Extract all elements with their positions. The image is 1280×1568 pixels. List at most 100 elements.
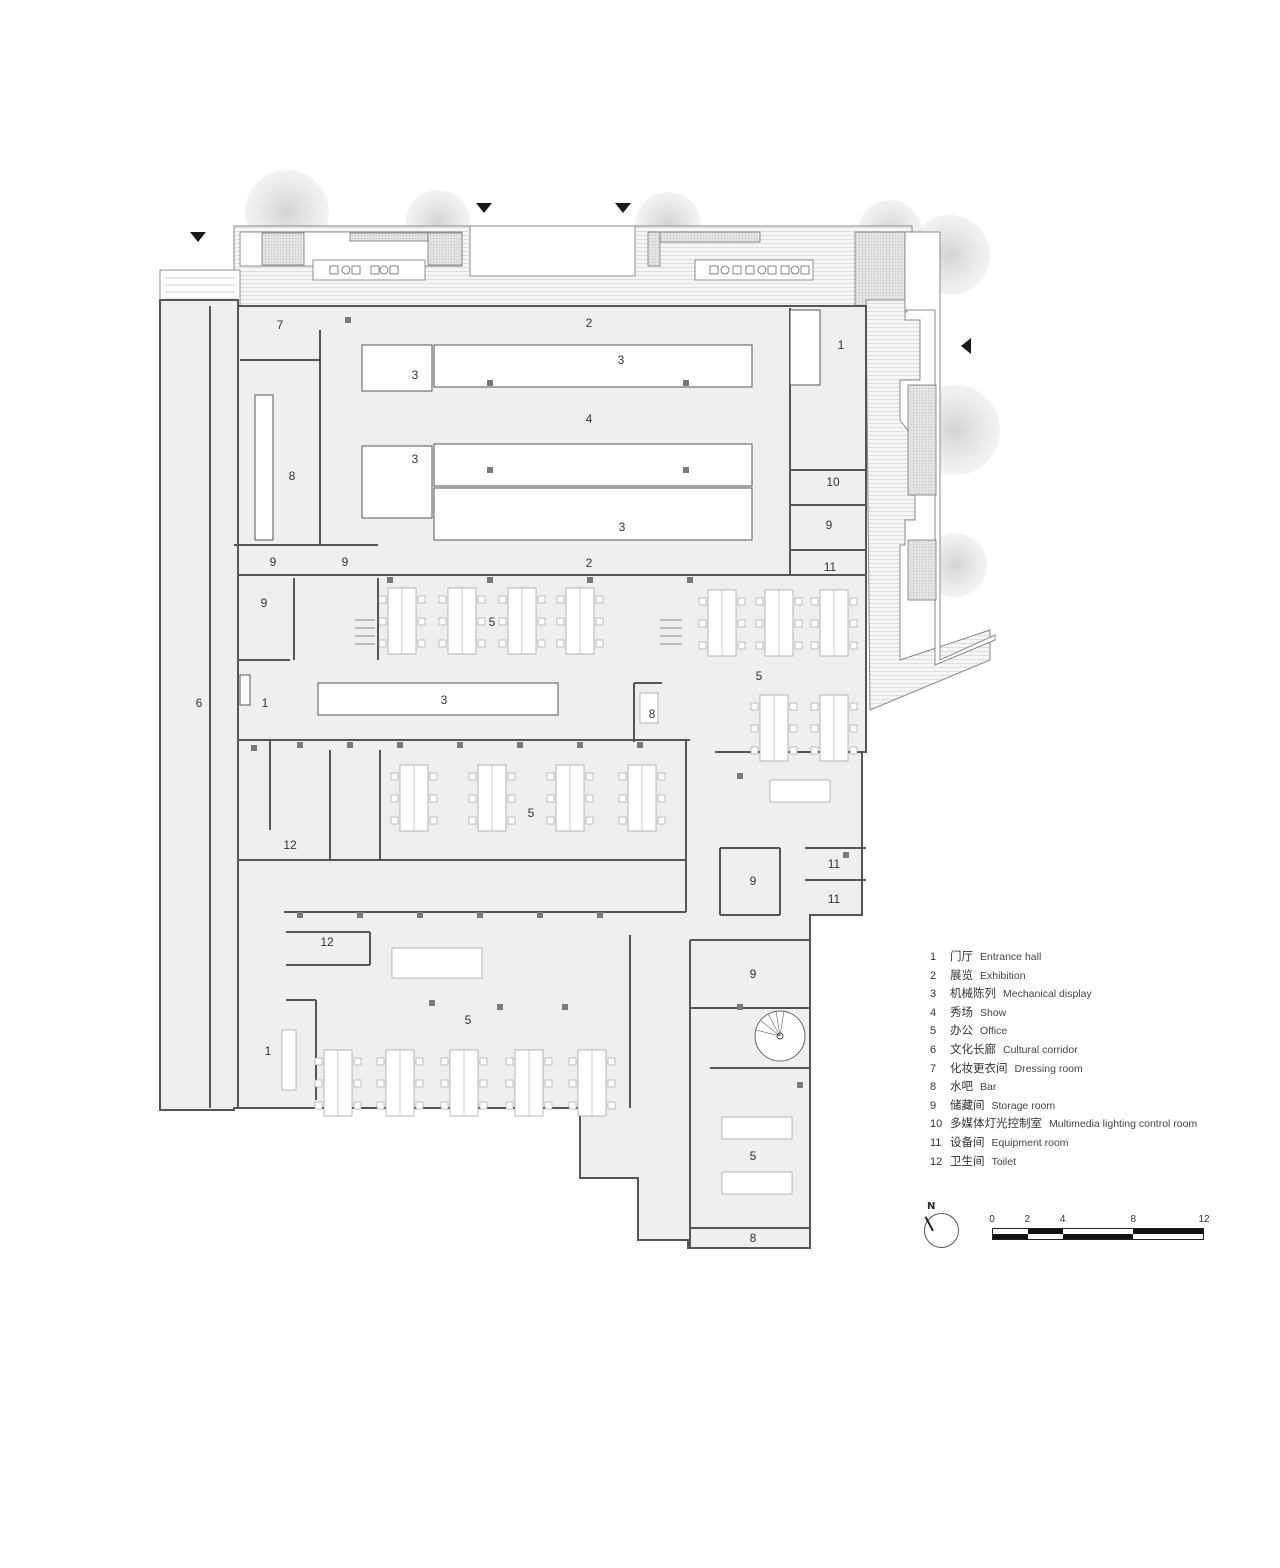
stair-icon	[355, 619, 682, 645]
legend-chinese: 文化长廊	[950, 1041, 996, 1056]
legend-chinese: 储藏间	[950, 1097, 985, 1112]
column-icon	[487, 380, 493, 386]
legend-english: Mechanical display	[1003, 988, 1092, 1001]
room-label: 5	[756, 669, 763, 683]
room-label: 1	[265, 1044, 272, 1058]
legend-english: Dressing room	[1014, 1062, 1083, 1075]
room-label: 2	[586, 316, 593, 330]
column-icon	[457, 742, 463, 748]
room-label: 3	[441, 693, 448, 707]
room-label: 12	[320, 935, 334, 949]
legend-number: 11	[930, 1136, 942, 1149]
legend-english: Exhibition	[980, 969, 1026, 982]
legend-english: Bar	[980, 1081, 997, 1094]
legend-number: 4	[930, 1006, 937, 1019]
structural-columns	[251, 317, 849, 1088]
room-label: 8	[750, 1231, 757, 1245]
column-icon	[297, 742, 303, 748]
room-label: 1	[262, 696, 269, 710]
scale-tick-label: 0	[989, 1214, 995, 1225]
column-icon	[577, 742, 583, 748]
legend-english: Show	[980, 1006, 1007, 1019]
column-icon	[357, 912, 363, 918]
column-icon	[429, 1000, 435, 1006]
room-label: 9	[270, 555, 277, 569]
column-icon	[497, 1004, 503, 1010]
scale-tick-label: 2	[1024, 1214, 1031, 1225]
column-icon	[251, 745, 257, 751]
legend-chinese: 门厅	[950, 949, 973, 963]
room-label: 9	[750, 967, 757, 981]
legend-number: 9	[930, 1099, 937, 1112]
entrance-arrow-icon	[961, 338, 971, 354]
room-label: 5	[528, 806, 535, 820]
column-icon	[683, 467, 689, 473]
room-label: 10	[826, 475, 840, 489]
column-icon	[587, 577, 593, 583]
column-icon	[537, 912, 543, 918]
column-icon	[397, 742, 403, 748]
legend-item: 9 储藏间 Storage room	[930, 1097, 1250, 1116]
room-label: 12	[283, 838, 297, 852]
table-icon	[769, 779, 831, 803]
room-label: 3	[412, 452, 419, 466]
legend-english: Storage room	[991, 1099, 1056, 1112]
column-icon	[517, 742, 523, 748]
legend-chinese: 展览	[950, 967, 973, 982]
legend-chinese: 秀场	[950, 1004, 973, 1019]
entrance-markers	[190, 203, 971, 354]
table-icon	[281, 1029, 297, 1091]
scale-tick-label: 4	[1059, 1214, 1066, 1225]
room-label: 7	[277, 318, 284, 332]
legend-english: Toilet	[991, 1155, 1017, 1168]
table-icon	[391, 947, 483, 979]
east-terrace	[865, 231, 996, 711]
legend-english: Multimedia lighting control room	[1049, 1118, 1198, 1131]
legend-chinese: 化妆更衣间	[950, 1060, 1008, 1075]
legend-number: 6	[930, 1043, 937, 1056]
column-icon	[562, 1004, 568, 1010]
room-label: 9	[750, 874, 757, 888]
room-label: 9	[261, 596, 268, 610]
legend-number: 7	[930, 1062, 937, 1075]
legend-number: 3	[930, 988, 937, 1001]
room-label: 8	[649, 707, 656, 721]
table-icon	[639, 692, 659, 724]
north-terrace	[233, 225, 913, 313]
room-label: 9	[342, 555, 349, 569]
legend-number: 1	[930, 951, 937, 963]
table-icon	[721, 1116, 793, 1140]
room-label: 11	[824, 560, 837, 574]
legend-number: 10	[930, 1118, 943, 1131]
room-label: 4	[586, 412, 593, 426]
legend-item: 7 化妆更衣间 Dressing room	[930, 1060, 1250, 1079]
column-icon	[597, 912, 603, 918]
legend-english: Equipment room	[991, 1136, 1069, 1149]
legend-number: 12	[930, 1155, 943, 1168]
column-icon	[347, 742, 353, 748]
column-icon	[687, 577, 693, 583]
room-label: 5	[465, 1013, 472, 1027]
room-label: 1	[838, 338, 845, 352]
room-label: 3	[619, 520, 626, 534]
room-label: 11	[828, 857, 841, 871]
legend-english: Entrance hall	[980, 951, 1042, 963]
legend-chinese: 机械陈列	[950, 986, 996, 1001]
column-icon	[487, 577, 493, 583]
north-arrow-icon	[924, 1213, 959, 1248]
room-label: 3	[412, 368, 419, 382]
scale-bar-graphic	[992, 1228, 1204, 1240]
column-icon	[477, 912, 483, 918]
column-icon	[387, 577, 393, 583]
legend-chinese: 水吧	[950, 1079, 973, 1094]
legend-item: 3 机械陈列 Mechanical display	[930, 985, 1250, 1004]
column-icon	[843, 852, 849, 858]
room-label: 2	[586, 556, 593, 570]
